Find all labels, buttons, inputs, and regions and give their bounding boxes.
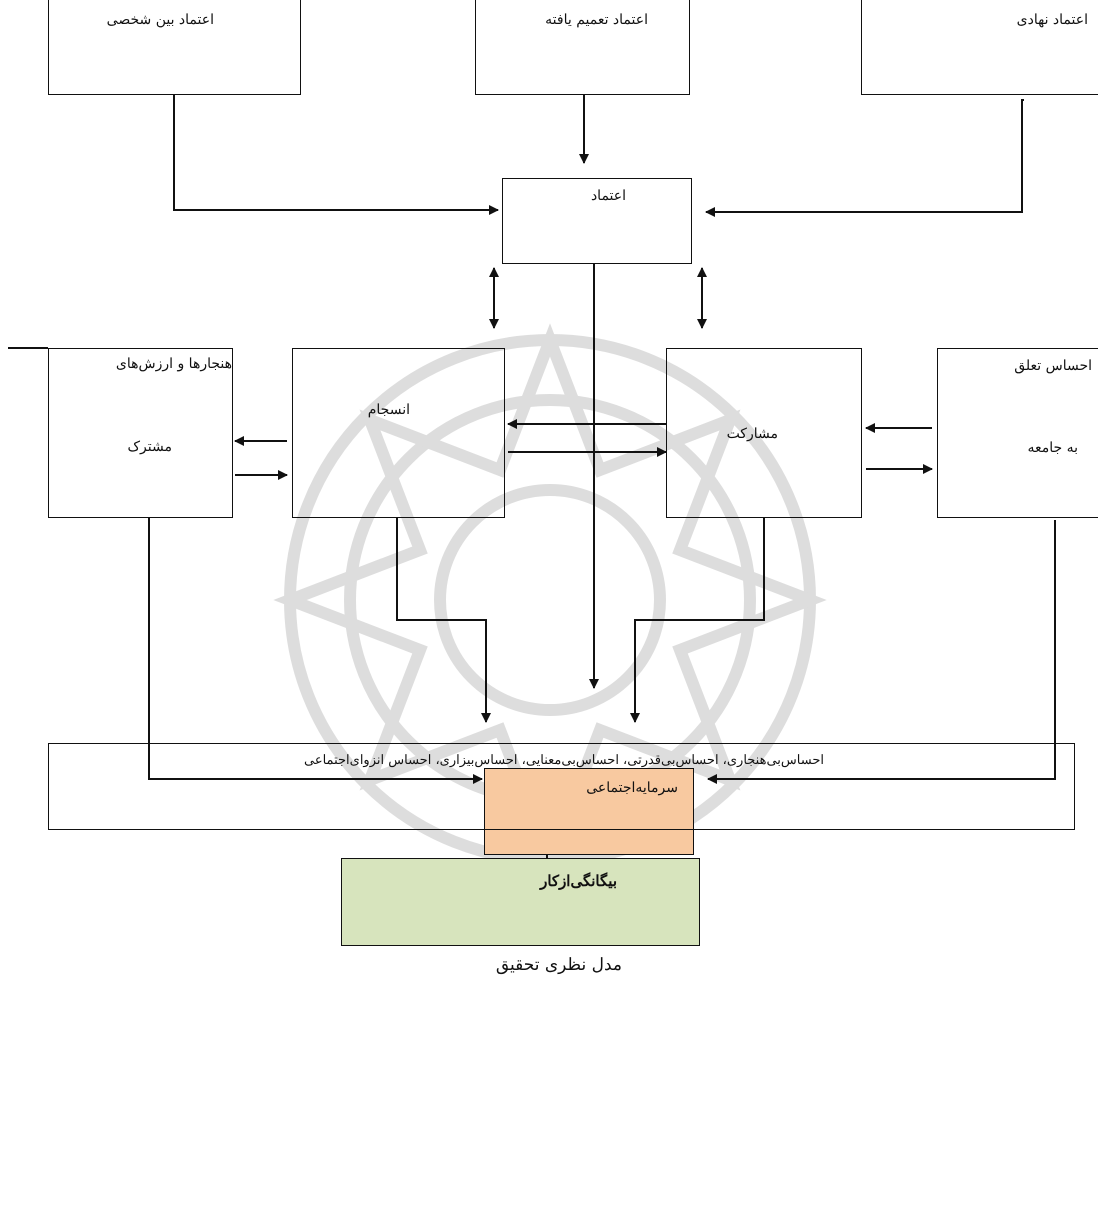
interpersonal-trust-label: اعتماد بین شخصی — [106, 12, 214, 28]
trust-box — [502, 178, 692, 264]
social-capital-box — [484, 768, 694, 855]
belonging-label-line2: به جامعه — [1027, 440, 1078, 456]
edge-institutional-to-trust — [705, 99, 1024, 217]
edge-participation-to-social-capital — [630, 518, 765, 723]
shared-norms-label-line1: هنجارها و ارزش‌های — [115, 356, 232, 372]
work-alienation-label: بیگانگی‌ازکار — [540, 872, 617, 890]
edge-belonging-to-social-capital — [707, 520, 1056, 784]
belonging-label-line1: احساس تعلق — [1014, 358, 1092, 374]
edge-interpersonal-to-trust — [173, 95, 499, 215]
belonging-box — [937, 348, 1098, 518]
institutional-trust-label: اعتماد نهادی — [1016, 12, 1088, 28]
generalized-trust-label: اعتماد تعمیم یافته — [545, 12, 648, 28]
alienation-feelings-label: احساس‌بی‌هنجاری، احساس‌بی‌قدرتی، احساس‌ب… — [304, 753, 824, 768]
interpersonal-trust-box — [48, 0, 301, 95]
cohesion-box — [292, 348, 505, 518]
participation-box — [666, 348, 862, 518]
generalized-trust-box — [475, 0, 690, 95]
work-alienation-box — [341, 858, 700, 946]
institutional-trust-box — [861, 0, 1098, 95]
edge-norms-to-social-capital — [148, 518, 483, 784]
shared-norms-box — [48, 348, 233, 518]
participation-label: مشارکت — [726, 426, 778, 442]
edge-cohesion-to-social-capital — [396, 518, 491, 723]
alienation-feelings-box — [48, 743, 1075, 830]
trust-label: اعتماد — [590, 188, 626, 204]
cohesion-label: انسجام — [367, 402, 410, 418]
social-capital-label: سرمایه‌اجتماعی — [586, 780, 678, 796]
shared-norms-label-line2: مشترک — [127, 439, 172, 455]
diagram-caption: مدل نظری تحقیق — [495, 955, 622, 975]
